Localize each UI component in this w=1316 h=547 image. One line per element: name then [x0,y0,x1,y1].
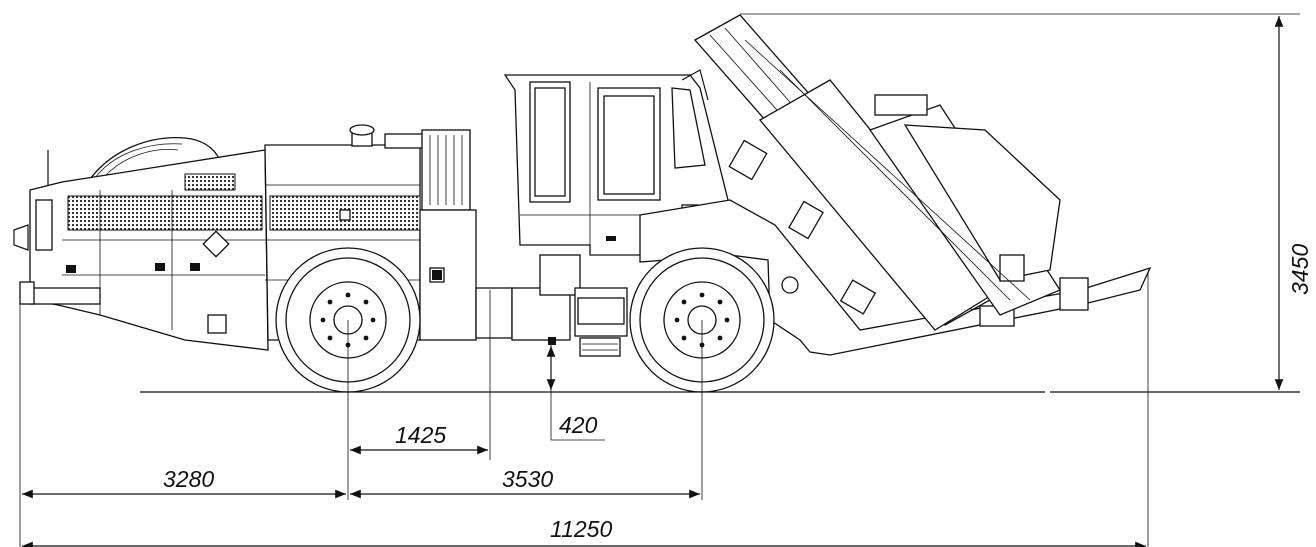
dimension-labels: 3450 420 1425 3280 3530 11250 [163,244,1313,542]
dimension-lines [19,13,1300,547]
machine-outline [13,14,1152,393]
front-frame [639,199,1152,356]
overhang-label: 3280 [163,466,214,492]
rear-chassis [13,149,269,351]
overall-length-label: 11250 [550,516,612,542]
drill-mast [693,14,1061,331]
articulation-joint [475,254,628,357]
clearance-label: 420 [559,412,598,438]
motor-fins [429,135,463,205]
wheelbase-label: 3530 [502,466,553,492]
articulation-label: 1425 [395,422,446,448]
cable-reel [86,136,221,183]
overall-height-label: 3450 [1287,244,1313,295]
